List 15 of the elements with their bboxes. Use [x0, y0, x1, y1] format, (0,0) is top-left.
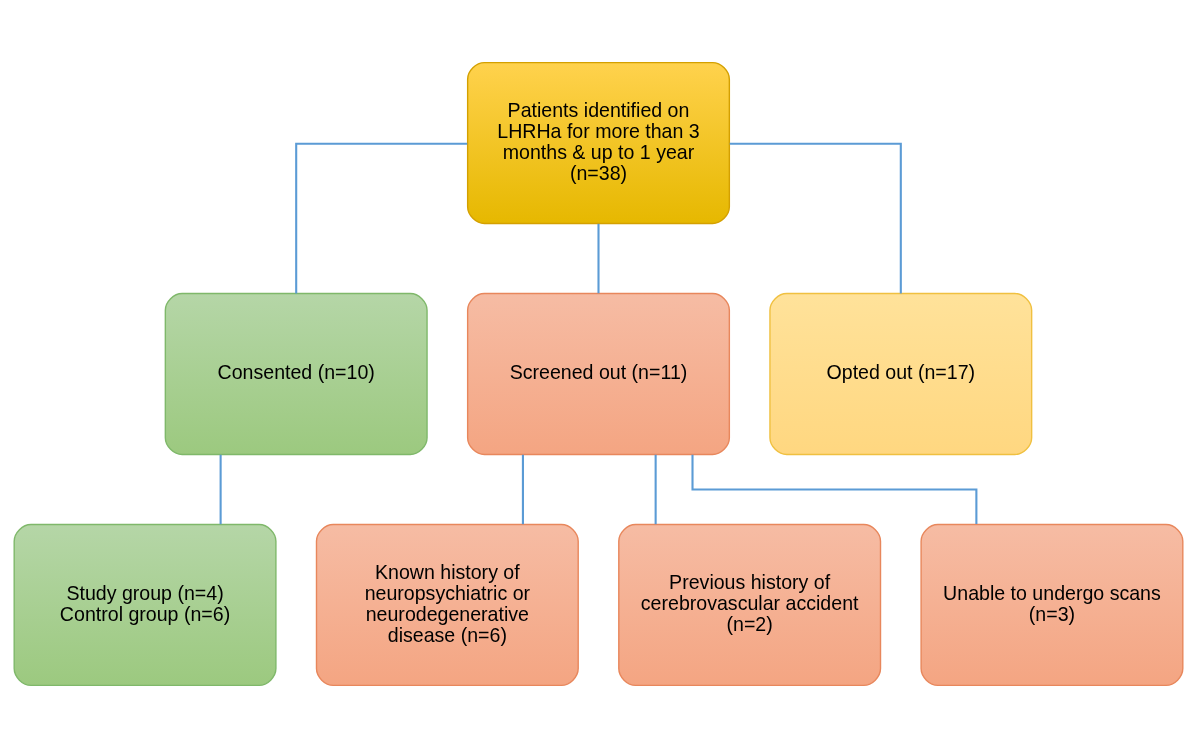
node-box: Patients identified on LHRHa for more than 3 months & up to 1 year (n=38) [466, 61, 731, 224]
node-box: Consented (n=10) [164, 292, 428, 455]
connector [597, 223, 600, 293]
node-box: Known history of neuropsychiatric or neurodegenerative disease (n=6) [315, 523, 579, 686]
connector [654, 454, 657, 524]
connector [691, 454, 978, 524]
connector [295, 142, 468, 293]
connector [729, 142, 902, 293]
connector [521, 454, 524, 524]
node-box: Previous history of cerebrovascular accident (n=2) [618, 523, 882, 686]
node-box: Unable to undergo scans (n=3) [920, 523, 1184, 686]
node-box: Opted out (n=17) [769, 292, 1033, 455]
connector [219, 454, 222, 524]
node-box: Screened out (n=11) [466, 292, 731, 455]
node-box: Study group (n=4) Control group (n=6) [13, 523, 277, 686]
